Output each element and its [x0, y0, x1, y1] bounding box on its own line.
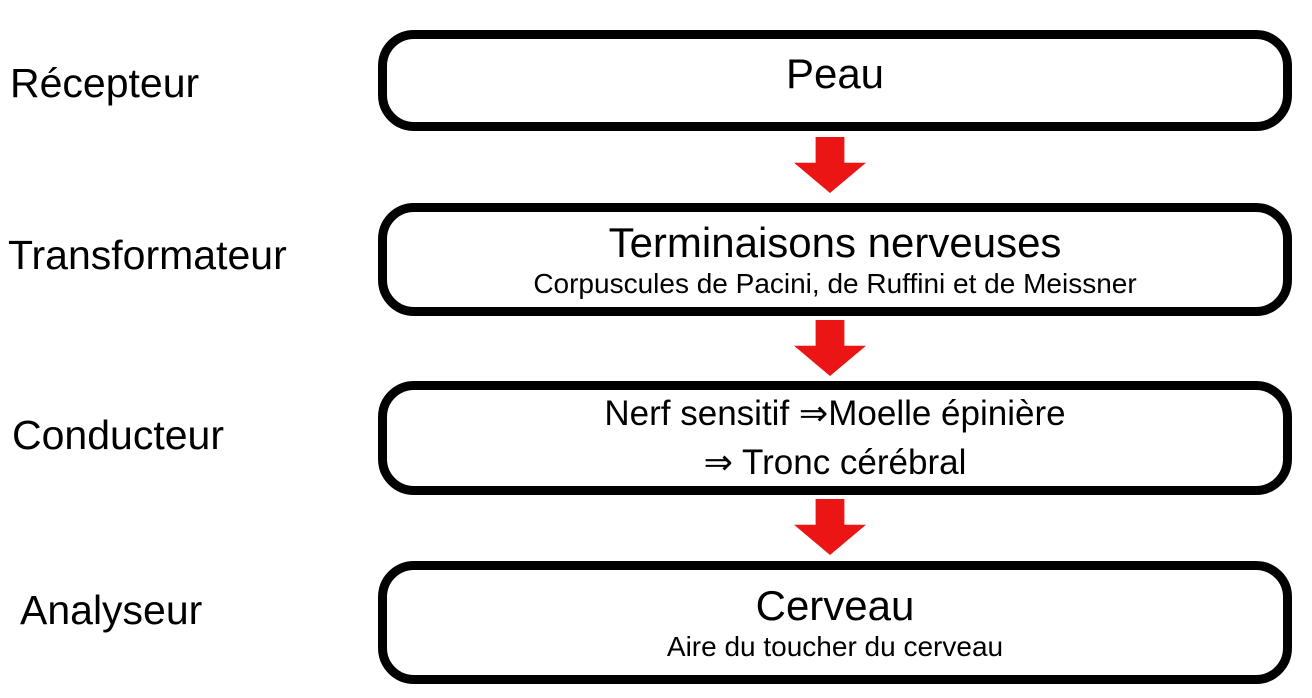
down-arrow-icon	[794, 499, 866, 555]
flow-box-cerveau: Cerveau Aire du toucher du cerveau	[378, 561, 1292, 684]
box-peau-title: Peau	[785, 50, 885, 98]
box-terminaisons-title: Terminaisons nerveuses	[608, 218, 1062, 266]
box-cerveau-title: Cerveau	[755, 581, 915, 629]
box-cerveau-subtitle: Aire du toucher du cerveau	[666, 630, 1004, 662]
box-conducteur-line2: ⇒ Tronc cérébral	[703, 443, 967, 482]
flow-box-conducteur: Nerf sensitif ⇒Moelle épinière ⇒ Tronc c…	[378, 381, 1292, 495]
row-label-analyseur: Analyseur	[20, 587, 203, 633]
flow-box-terminaisons-nerveuses: Terminaisons nerveuses Corpuscules de Pa…	[378, 203, 1292, 316]
box-conducteur-line1: Nerf sensitif ⇒Moelle épinière	[604, 394, 1066, 433]
flow-box-peau: Peau	[378, 30, 1292, 131]
row-label-recepteur: Récepteur	[10, 60, 200, 106]
box-terminaisons-subtitle: Corpuscules de Pacini, de Ruffini et de …	[533, 267, 1137, 299]
down-arrow-icon	[794, 320, 866, 376]
row-label-conducteur: Conducteur	[12, 412, 224, 458]
row-label-transformateur: Transformateur	[8, 232, 287, 278]
down-arrow-icon	[794, 137, 866, 193]
